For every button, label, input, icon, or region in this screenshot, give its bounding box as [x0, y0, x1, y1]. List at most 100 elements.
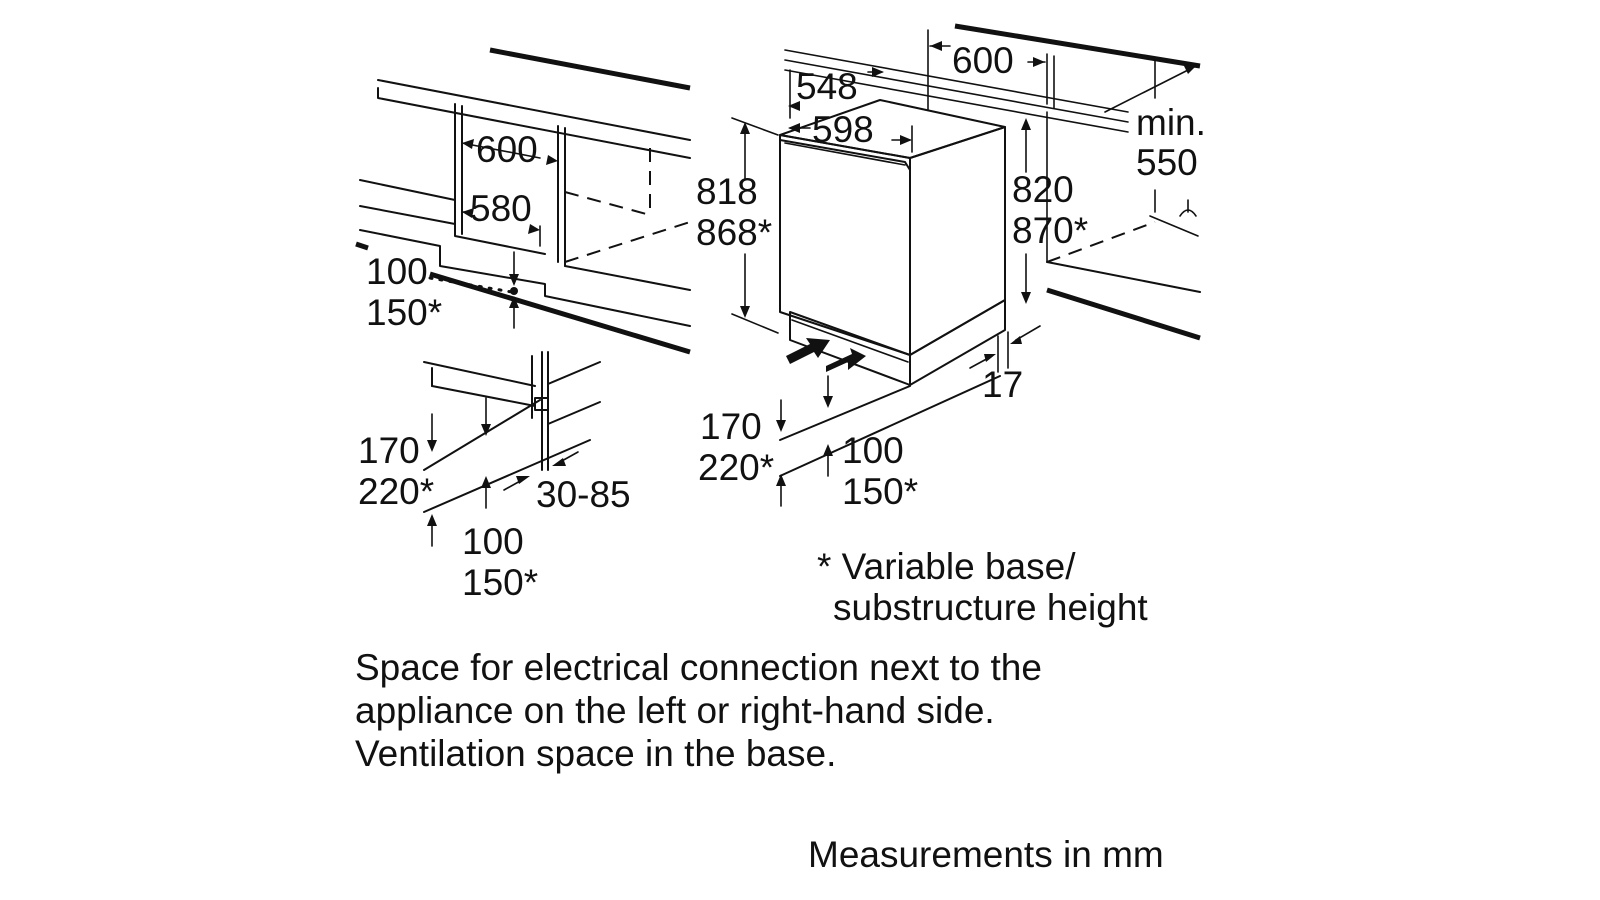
dim-600-arrow-right	[1033, 57, 1045, 67]
dim-818-arrow-top	[740, 122, 750, 134]
plinth-arrow	[481, 424, 491, 436]
right-depth-100-label: 100	[842, 430, 904, 471]
dim-818-top-ext	[731, 117, 779, 136]
base-height-arrow-top	[776, 420, 786, 432]
base-rail-4	[564, 265, 691, 291]
footnote: * Variable base/ substructure height	[817, 548, 1148, 626]
niche-back-dashed	[1046, 221, 1156, 263]
vent-dotted-line	[428, 276, 514, 294]
left-vent-100-label: 100	[366, 251, 428, 292]
base-height-arrow-bottom	[776, 474, 786, 486]
base-floor-upper	[779, 385, 911, 441]
description-line-1: Space for electrical connection next to …	[355, 647, 1042, 688]
appliance-door-edge	[784, 142, 906, 166]
right-base-170-label: 170	[700, 406, 762, 447]
vent-arrow-bottom	[509, 296, 519, 308]
base-inner	[791, 319, 909, 363]
dim-598-arrow-right	[900, 135, 912, 145]
right-min-550-label: 550	[1136, 142, 1198, 183]
min-depth-arc	[1179, 209, 1197, 217]
min-depth-base-line	[1149, 215, 1199, 237]
base-diag-upper	[423, 399, 541, 471]
base-side	[909, 299, 1006, 386]
plinth-face	[431, 385, 536, 407]
right-height-868-label: 868*	[696, 212, 773, 253]
floor-stub	[355, 241, 369, 251]
dim-580-arrow-right	[528, 224, 540, 234]
niche-floor-line	[1046, 287, 1201, 341]
base-rail-3	[359, 229, 691, 327]
gap-17-arrow-right	[1010, 336, 1022, 344]
dim-820-arrow-bottom	[1021, 292, 1031, 304]
right-width-600-label: 600	[952, 40, 1014, 81]
worktop-edge	[954, 23, 1201, 69]
right-width-598-label: 598	[812, 109, 874, 150]
worktop-top-edge	[489, 47, 691, 91]
dim-548-arrow-left	[788, 101, 800, 111]
cabinet-top-back	[377, 79, 691, 141]
base-rail-1	[359, 179, 456, 201]
vent-depth-arrow-top	[823, 396, 833, 408]
dim-600-arrow-left	[462, 139, 474, 149]
units-note: Measurements in mm	[808, 834, 1164, 875]
niche-back-top	[564, 191, 651, 216]
floor-line	[429, 271, 691, 355]
left-depth-150-label: 150*	[462, 562, 539, 603]
left-plinth-range-label: 30-85	[536, 474, 631, 515]
dim-820-arrow-top	[1021, 118, 1031, 130]
vent-point	[510, 287, 518, 295]
appliance-side-face	[909, 126, 1006, 356]
door-hinge-block	[534, 397, 549, 411]
niche-floor-back	[1046, 261, 1201, 293]
left-width-600-label: 600	[476, 129, 538, 170]
left-width-580-label: 580	[470, 188, 532, 229]
appliance-door	[779, 139, 911, 351]
footnote-line-1: * Variable base/	[817, 546, 1076, 587]
worktop-ref-line-3	[784, 69, 1129, 133]
dim-818-bottom-ext	[731, 313, 779, 334]
left-base-220-label: 220*	[358, 471, 435, 512]
air-outlet-arrow	[826, 348, 866, 372]
right-height-820-label: 820	[1012, 169, 1074, 210]
right-height-870-label: 870*	[1012, 210, 1089, 251]
left-vent-150-label: 150*	[366, 292, 443, 333]
right-base-220-label: 220*	[698, 447, 775, 488]
right-depth-150-label: 150*	[842, 471, 919, 512]
description-line-3: Ventilation space in the base.	[355, 733, 837, 774]
min-depth-line	[1104, 65, 1197, 113]
door-bottom	[547, 401, 601, 425]
description-line-2: appliance on the left or right-hand side…	[355, 690, 995, 731]
base-rail-2	[359, 205, 546, 255]
base-floor-lower	[779, 375, 1001, 477]
plinth-range-arrow-right	[552, 458, 566, 466]
dim-548-arrow-right	[872, 67, 884, 77]
dim-600-line	[461, 142, 541, 159]
gap-17-arrow-left	[984, 354, 996, 362]
dim-580-arrow-left	[462, 208, 474, 218]
plinth-top	[423, 361, 536, 387]
left-base-170-label: 170	[358, 430, 420, 471]
right-depth-548-label: 548	[796, 66, 858, 107]
min-depth-arrow-top	[1184, 64, 1198, 74]
dim-818-arrow-bottom	[740, 306, 750, 318]
dim-600-arrow-left	[930, 41, 942, 51]
right-min-label: min.	[1136, 102, 1206, 143]
vent-depth-arrow-bottom	[823, 444, 833, 456]
air-inlet-arrow	[786, 338, 830, 364]
left-depth-100-label: 100	[462, 521, 524, 562]
base-diag-lower	[423, 439, 591, 513]
right-gap-17-label: 17	[982, 364, 1024, 405]
cabinet-top-front	[377, 87, 691, 159]
worktop-ref-line-2	[784, 59, 1129, 123]
vent-arrow-top	[509, 274, 519, 286]
dim-598-arrow-left	[788, 123, 800, 133]
dim-600-arrow-right	[546, 155, 558, 165]
plinth-range-arrow-left	[516, 476, 530, 484]
base-height-arrow-top	[427, 440, 437, 452]
door-top	[547, 361, 601, 385]
footnote-line-2: substructure height	[833, 587, 1148, 628]
depth-arrow	[481, 476, 491, 488]
